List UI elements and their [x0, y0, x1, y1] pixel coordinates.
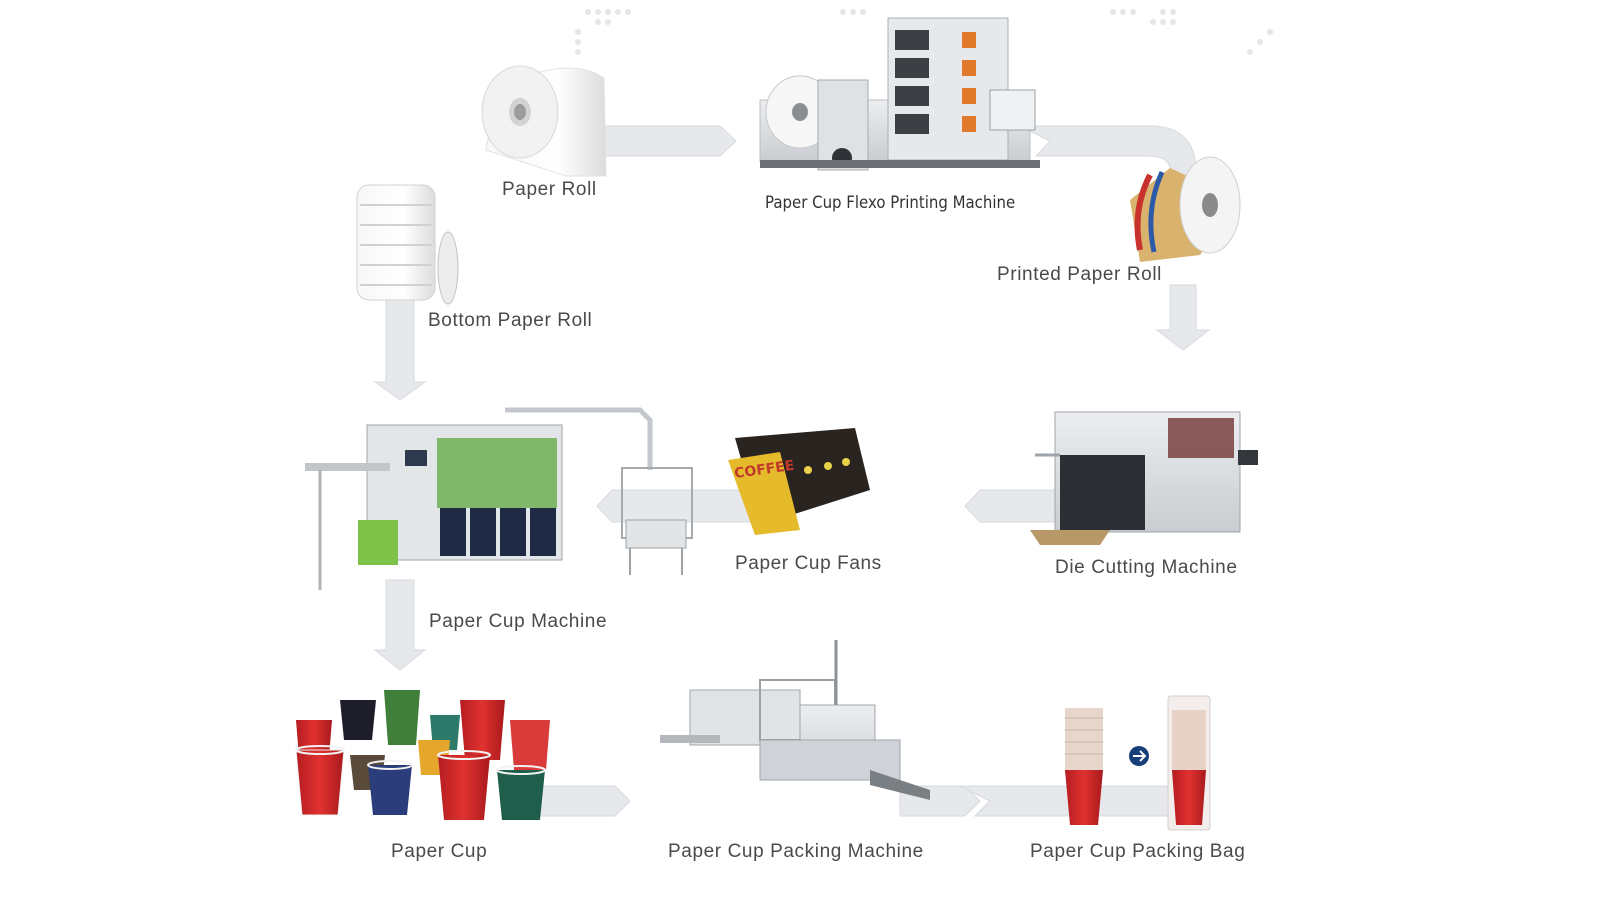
arrow-cup-to-packing	[539, 785, 631, 817]
label-flexo-printing-machine: Paper Cup Flexo Printing Machine	[765, 193, 1016, 213]
label-paper-cup-packing-bag: Paper Cup Packing Bag	[1030, 841, 1246, 862]
die-cutting-machine-image	[1030, 411, 1258, 545]
decorative-dots	[575, 9, 1273, 55]
printed-paper-roll-image	[1130, 156, 1241, 262]
paper-cup-packing-bag-image	[1065, 695, 1211, 831]
label-paper-roll: Paper Roll	[502, 179, 597, 200]
bottom-paper-roll-image	[356, 184, 459, 305]
label-paper-cup-machine: Paper Cup Machine	[429, 611, 608, 632]
label-die-cutting-machine: Die Cutting Machine	[1055, 557, 1238, 578]
paper-cups-image	[295, 690, 550, 820]
arrow-diecut-to-fans	[964, 489, 1071, 523]
arrow-bottomroll-to-cupmachine	[373, 299, 427, 401]
arrow-cupmachine-to-cup	[373, 579, 427, 671]
label-bottom-paper-roll: Bottom Paper Roll	[428, 310, 593, 331]
flexo-printing-machine-image	[759, 17, 1040, 171]
label-printed-paper-roll: Printed Paper Roll	[997, 264, 1162, 285]
paper-cup-fans-image: COFFEE	[728, 428, 870, 535]
paper-cup-packing-machine-image	[660, 640, 930, 800]
arrow-roll-to-printer	[599, 125, 737, 157]
flow-arrows	[373, 125, 1211, 817]
arrow-printed-to-diecut	[1155, 284, 1211, 351]
paper-cup-machine-image	[305, 407, 693, 590]
label-paper-cup-fans: Paper Cup Fans	[735, 553, 882, 574]
label-paper-cup-packing-machine: Paper Cup Packing Machine	[668, 841, 924, 862]
label-paper-cup: Paper Cup	[391, 841, 488, 862]
paper-roll-image	[481, 65, 607, 177]
